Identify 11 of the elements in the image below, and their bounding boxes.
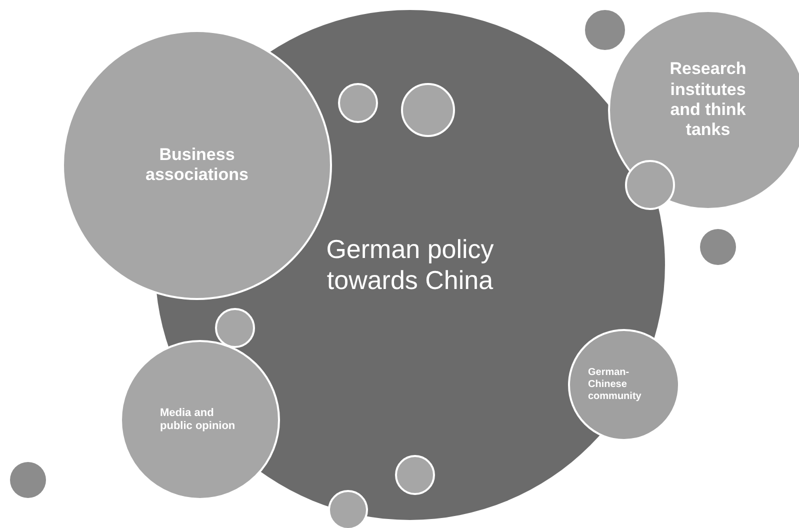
circle-node [401,83,455,137]
circle-node [338,83,378,123]
circle-node [395,455,435,495]
node-label: Media and public opinion [160,406,236,434]
node-label: German-Chinese community [588,367,642,403]
node-label: Business associations [144,144,250,186]
node-label: Research institutes and think tanks [668,59,748,141]
circle-node [10,462,46,498]
circle-node [700,229,736,265]
circle-node [215,308,255,348]
node-label: German policy towards China [325,234,495,296]
